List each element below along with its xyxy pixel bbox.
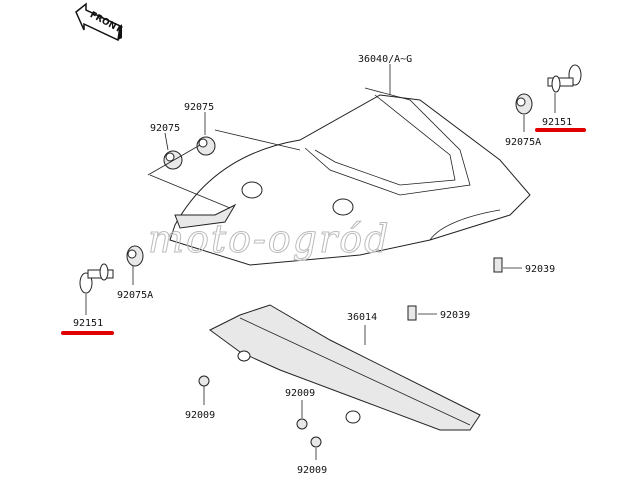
label-bolt-chain-bottom: 92009 bbox=[297, 465, 327, 476]
chain-cover-part bbox=[209, 304, 481, 431]
seat-cover-part bbox=[169, 87, 531, 266]
front-arrow-icon: FRONT bbox=[75, 2, 124, 42]
watermark: moto-ogród bbox=[148, 217, 390, 261]
label-grommet-top: 92075 bbox=[184, 102, 214, 113]
grommet-left-lower bbox=[126, 245, 144, 267]
bolt-left bbox=[79, 263, 114, 294]
label-chain-cover: 36014 bbox=[347, 312, 377, 323]
label-grommet-right: 92075A bbox=[505, 137, 541, 148]
label-grommet-left-upper: 92075 bbox=[150, 123, 180, 134]
bolt-chain-mid bbox=[296, 418, 308, 430]
grommet-top bbox=[196, 136, 216, 156]
label-bolt-chain-mid: 92009 bbox=[285, 388, 315, 399]
label-seat-cover: 36040/A~G bbox=[358, 54, 412, 65]
bolt-chain-bottom bbox=[310, 436, 322, 448]
bolt-chain-left bbox=[198, 375, 210, 387]
label-bolt-left: 92151 bbox=[73, 318, 103, 329]
leader-lines bbox=[85, 64, 556, 460]
grommet-right bbox=[515, 93, 533, 115]
grommet-left-upper bbox=[163, 150, 183, 170]
clip-right bbox=[493, 257, 503, 273]
label-bolt-chain-left: 92009 bbox=[185, 410, 215, 421]
bolt-right bbox=[547, 64, 582, 93]
label-grommet-left-lower: 92075A bbox=[117, 290, 153, 301]
label-bolt-right: 92151 bbox=[542, 117, 572, 128]
clip-center bbox=[407, 305, 417, 321]
label-clip-center: 92039 bbox=[440, 310, 470, 321]
label-clip-right: 92039 bbox=[525, 264, 555, 275]
